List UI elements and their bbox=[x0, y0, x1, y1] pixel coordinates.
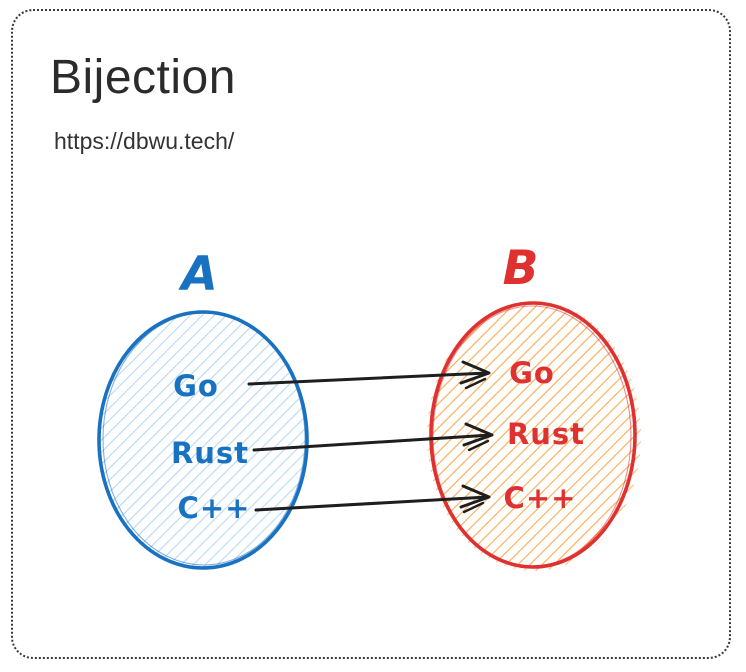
set-b-label: B bbox=[503, 241, 540, 296]
mapping-arrow-cpp bbox=[254, 484, 491, 514]
arrow-shaft bbox=[254, 495, 490, 512]
source-url: https://dbwu.tech/ bbox=[54, 128, 235, 154]
arrow-head-sketch bbox=[462, 501, 485, 514]
mapping-arrows bbox=[247, 360, 494, 514]
set-b-item-go: Go bbox=[509, 356, 555, 390]
arrow-head bbox=[459, 484, 491, 509]
arrow-head-sketch bbox=[467, 439, 490, 452]
arrow-shaft bbox=[247, 371, 490, 386]
mapping-arrow-go bbox=[247, 360, 491, 390]
set-a-label: A bbox=[177, 247, 218, 302]
set-b-items: Go Rust C++ bbox=[504, 356, 585, 515]
arrow-shaft bbox=[252, 433, 493, 452]
set-b-ellipse-sketch-stroke bbox=[432, 305, 632, 567]
set-a: A Go Rust C++ bbox=[97, 247, 309, 570]
set-a-item-cpp: C++ bbox=[178, 491, 251, 525]
set-a-items: Go Rust C++ bbox=[171, 369, 251, 525]
set-a-ellipse bbox=[97, 310, 309, 570]
set-b: B Go Rust C++ bbox=[427, 241, 641, 571]
page-title: Bijection bbox=[50, 51, 236, 104]
set-b-item-rust: Rust bbox=[507, 417, 585, 451]
set-a-ellipse-sketch-stroke bbox=[102, 312, 306, 566]
set-b-item-cpp: C++ bbox=[504, 481, 577, 515]
set-a-item-go: Go bbox=[173, 369, 219, 403]
dotted-border bbox=[11, 9, 731, 659]
arrow-head-sketch bbox=[464, 377, 487, 390]
arrow-head bbox=[462, 422, 494, 447]
set-a-item-rust: Rust bbox=[171, 436, 249, 470]
mapping-arrow-rust bbox=[252, 422, 494, 452]
arrow-head bbox=[459, 360, 491, 385]
